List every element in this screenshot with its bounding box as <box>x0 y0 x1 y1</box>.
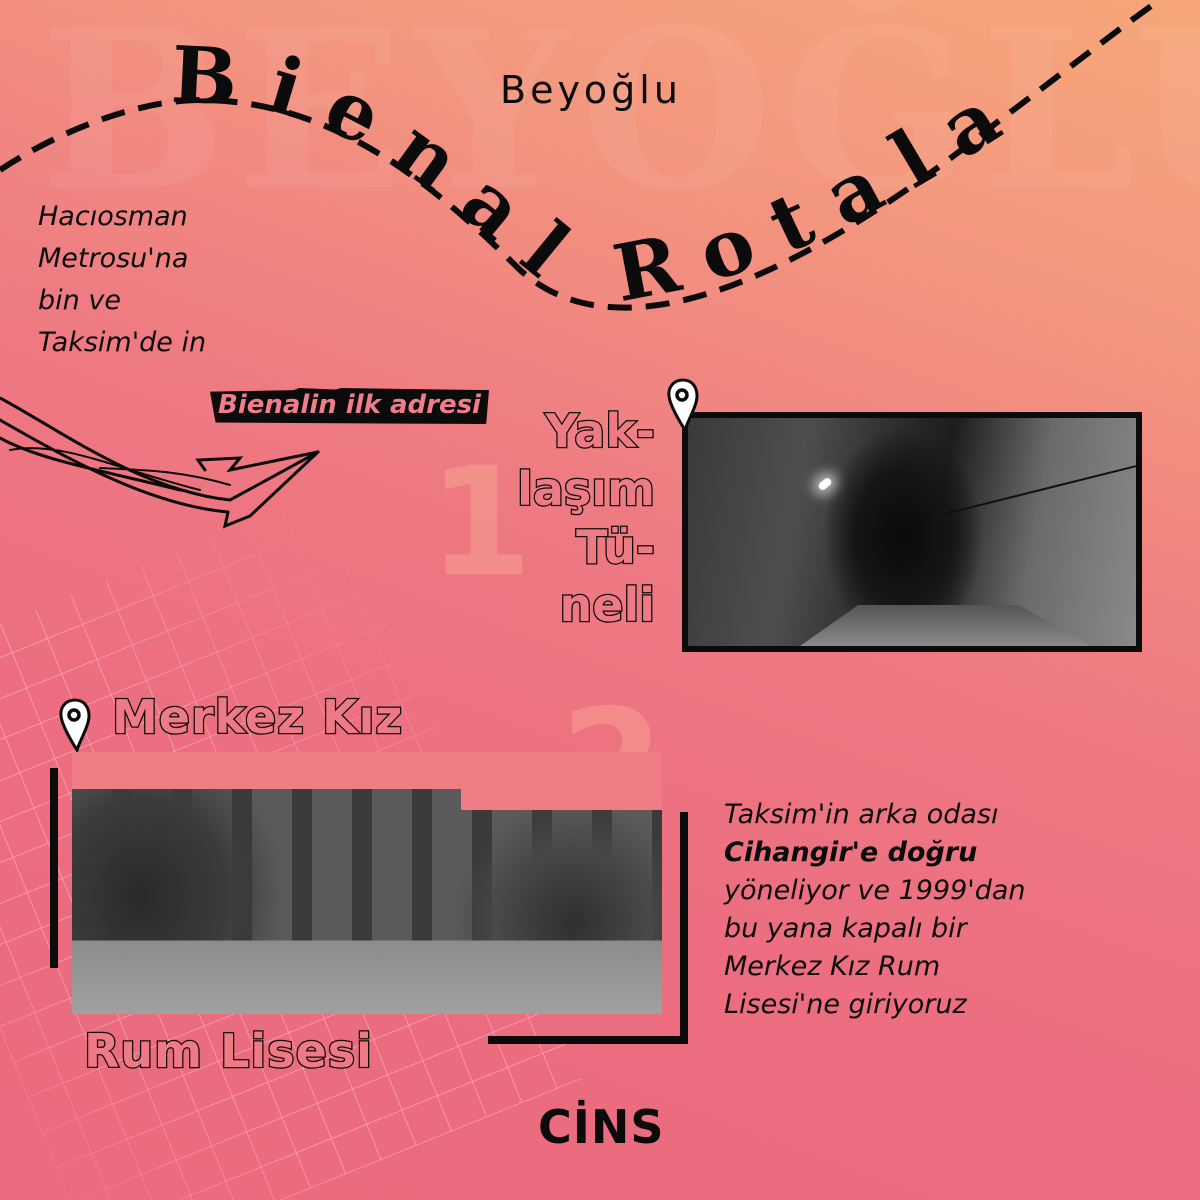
title-route: Bienal Rotaları <box>0 0 1162 320</box>
intro-line: Metrosu'na <box>38 243 189 274</box>
background-number-1: 1 <box>428 436 533 610</box>
description-highlight: Cihangir'e doğru <box>724 837 978 868</box>
tunnel-photo <box>682 412 1142 652</box>
tunnel-light <box>817 476 833 492</box>
dashed-route-line <box>0 0 1162 311</box>
intro-line: bin ve <box>38 285 121 316</box>
intro-line: Hacıosman <box>38 201 188 232</box>
description-line: yöneliyor ve 1999'dan <box>724 875 1026 906</box>
stop1-title-line: neli <box>558 577 656 634</box>
frame-bar-left <box>50 768 58 968</box>
description-line: bu yana kapalı bir <box>724 913 967 944</box>
school-photo-sky <box>461 752 662 810</box>
background-watermark: BEYOĞLU <box>40 0 1200 239</box>
stop2-title-top: Merkez Kız <box>111 689 404 746</box>
brand-logo: CİNS <box>538 1100 665 1154</box>
subtitle: Beyoğlu <box>500 68 682 112</box>
map-pin-icon <box>667 378 699 432</box>
stop2-title-bottom: Rum Lisesi <box>83 1023 373 1080</box>
intro-line: Taksim'de in <box>38 327 207 358</box>
description-line: Lisesi'ne giriyoruz <box>724 989 967 1020</box>
stop1-title-line: Tü- <box>575 519 656 576</box>
arrow-icon <box>0 396 320 529</box>
stop1-title: Yak- laşım Tü- neli <box>516 402 656 634</box>
stop1-title-line: laşım <box>516 461 656 518</box>
stop2-description: Taksim'in arka odası Cihangir'e doğru yö… <box>724 796 1026 1024</box>
frame-bar-right <box>680 812 688 1044</box>
frame-bar-bottom <box>488 1036 688 1044</box>
intro-text: Hacıosman Metrosu'na bin ve Taksim'de in <box>38 196 206 364</box>
tunnel-floor <box>800 604 1092 646</box>
description-line: Merkez Kız Rum <box>724 951 941 982</box>
first-address-tag: Bienalin ilk adresi <box>210 388 489 424</box>
tunnel-cable <box>911 461 1136 523</box>
map-pin-icon <box>59 698 91 752</box>
stop1-title-line: Yak- <box>544 403 656 460</box>
school-photo <box>72 752 662 1014</box>
description-line: Taksim'in arka odası <box>724 799 999 830</box>
